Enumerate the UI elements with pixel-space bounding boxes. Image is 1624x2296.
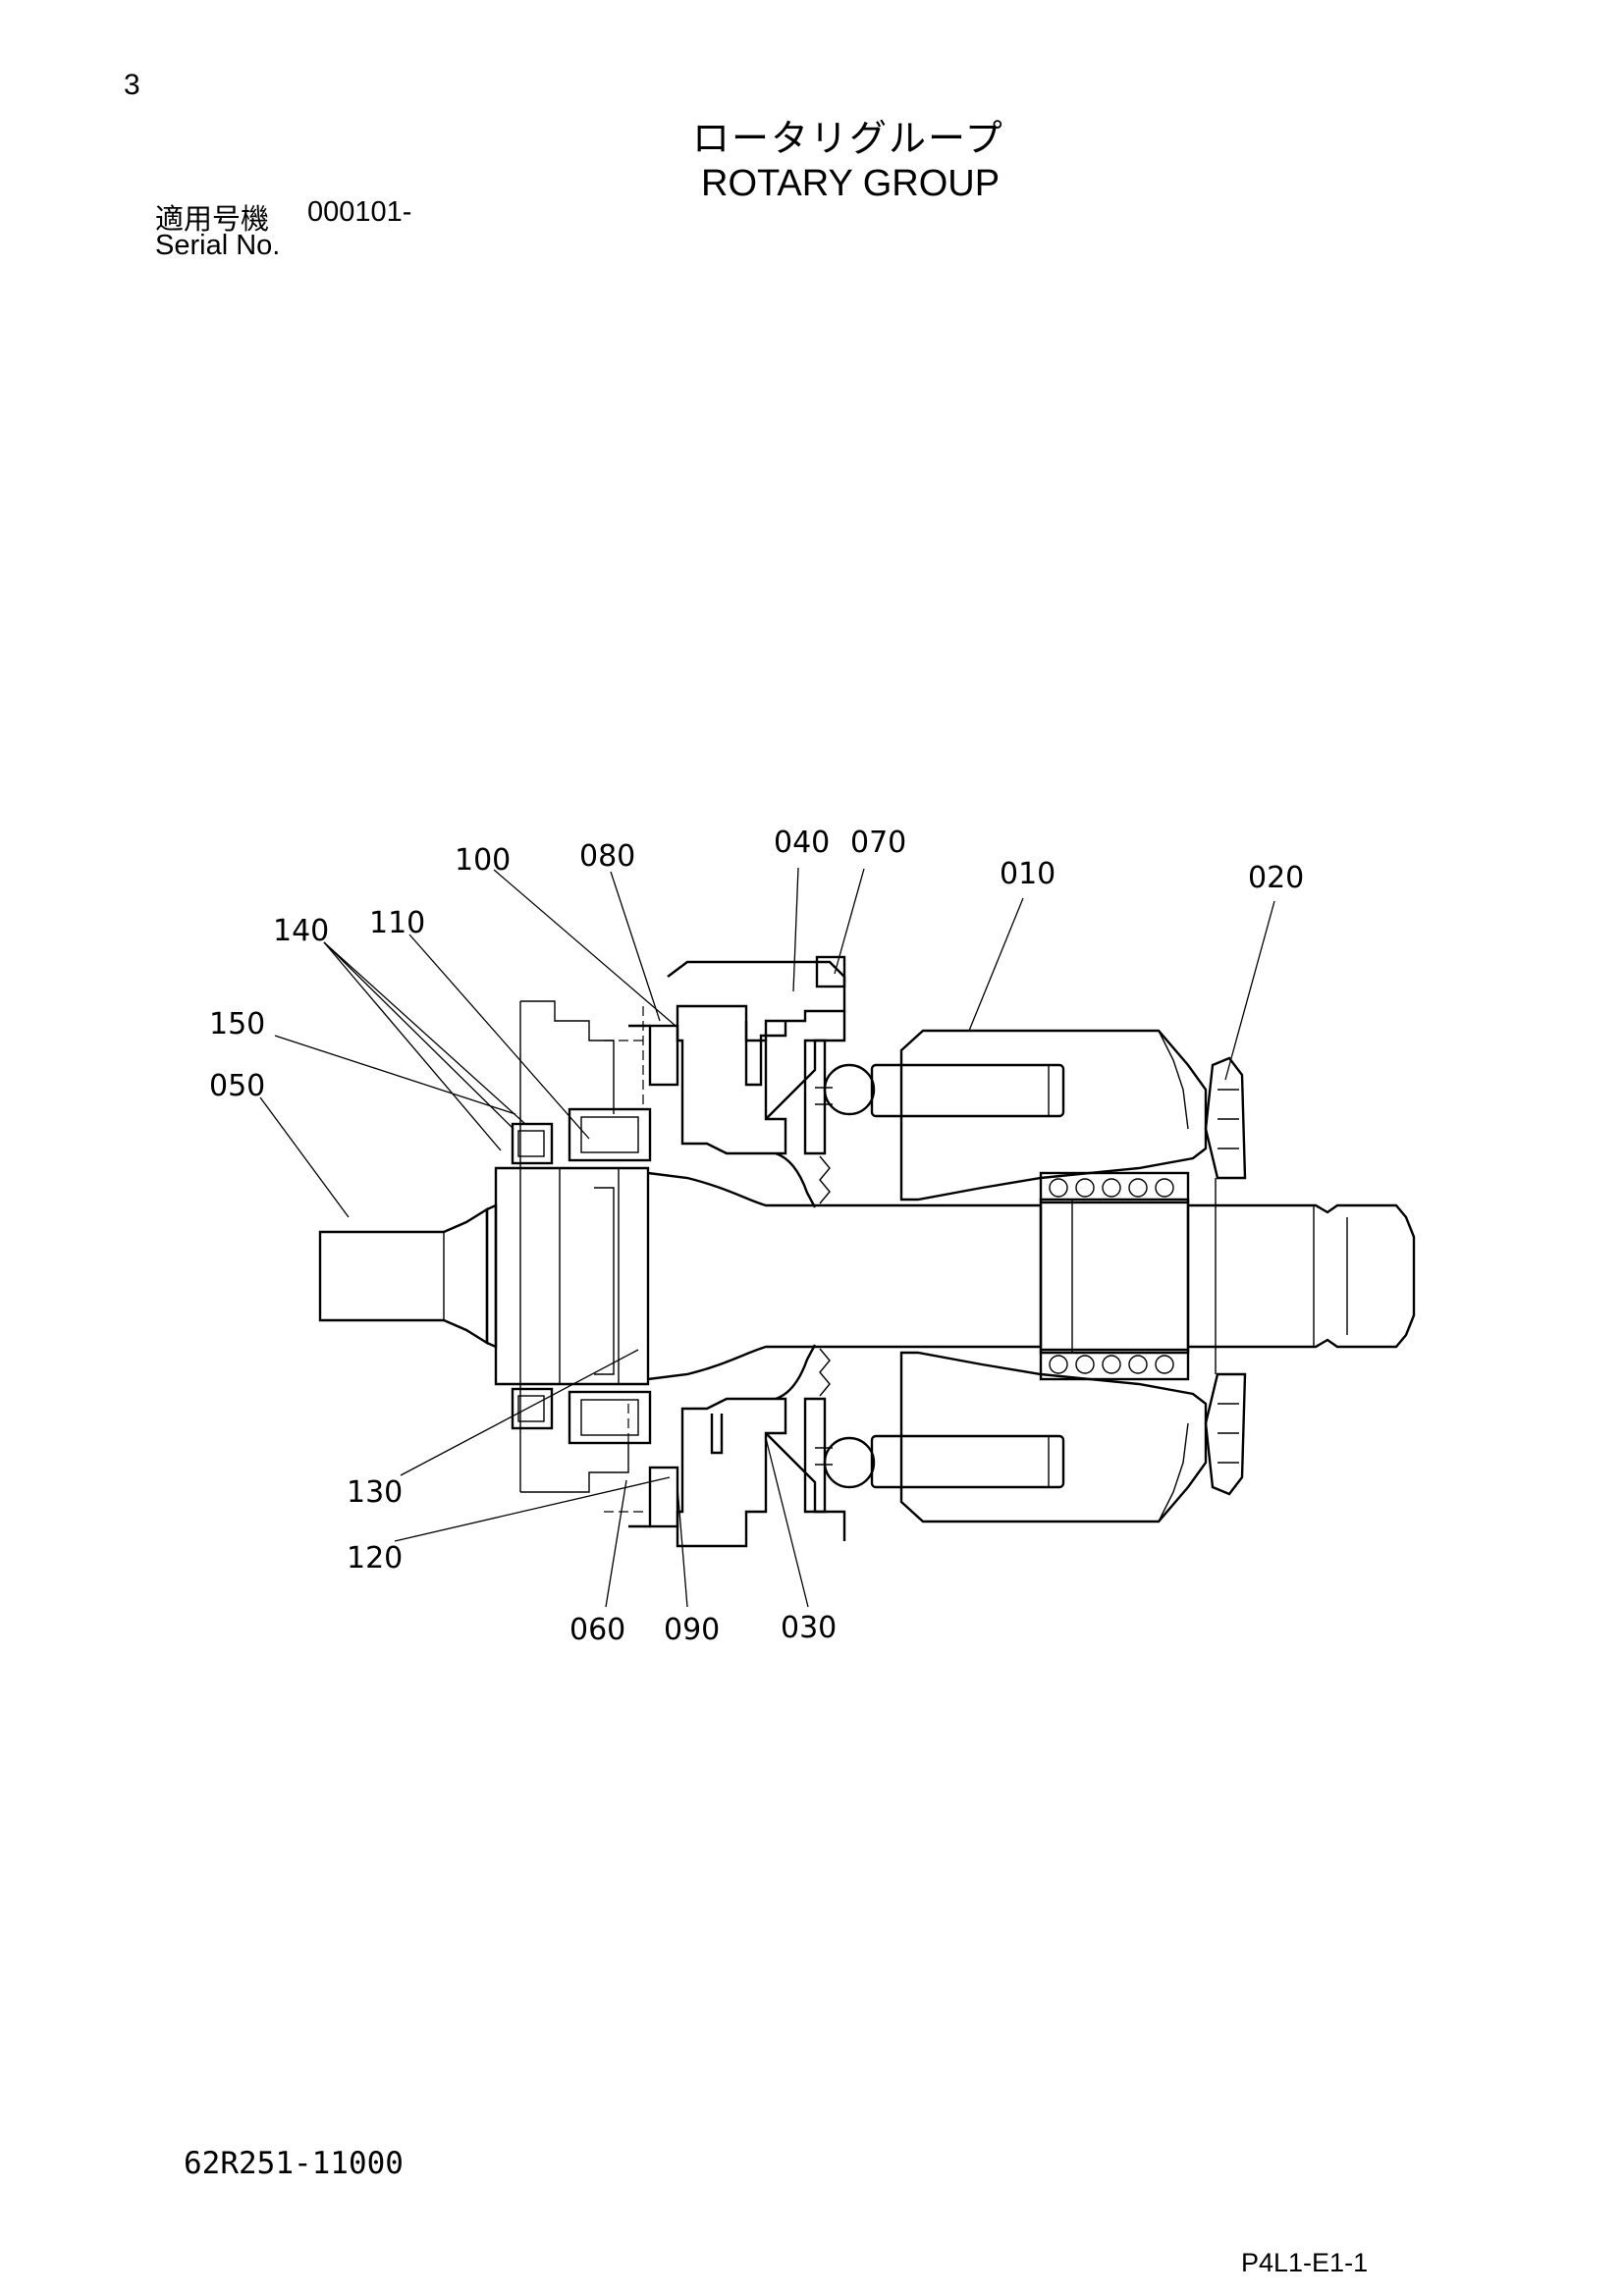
piston-lower <box>815 1434 1065 1489</box>
part-label-050: 050 <box>209 1069 265 1103</box>
serial-label-english: Serial No. <box>155 230 281 261</box>
part-label-140: 140 <box>273 914 329 948</box>
shoe-retainer <box>775 1039 831 1514</box>
part-label-010: 010 <box>1000 857 1056 891</box>
leader-lines <box>259 867 1275 1608</box>
serial-label-japanese: 適用号機 <box>155 202 270 236</box>
part-label-120: 120 <box>347 1541 403 1575</box>
hidden-lines <box>604 1006 648 1513</box>
part-label-110: 110 <box>369 906 425 940</box>
housing-outline <box>519 1000 629 1493</box>
drive-shaft <box>318 1166 1416 1386</box>
valve-plate <box>1204 1056 1247 1496</box>
swash-plate <box>667 955 846 1541</box>
part-label-030: 030 <box>781 1611 837 1645</box>
drawing-number: 62R251-11000 <box>184 2146 404 2181</box>
part-label-070: 070 <box>850 826 906 860</box>
piston-upper <box>815 1063 1065 1118</box>
part-label-020: 020 <box>1248 861 1304 895</box>
part-labels: 100 080 040 070 010 020 140 110 150 050 … <box>209 826 1304 1647</box>
cylinder-block <box>899 1029 1208 1523</box>
part-label-040: 040 <box>774 826 830 860</box>
serial-number-value: 000101- <box>307 196 412 228</box>
bearing-holder <box>628 1004 787 1548</box>
part-label-060: 060 <box>569 1613 625 1647</box>
part-label-100: 100 <box>455 843 511 878</box>
part-label-090: 090 <box>664 1613 720 1647</box>
roller-bearing <box>511 1107 652 1445</box>
part-label-130: 130 <box>347 1475 403 1510</box>
part-label-080: 080 <box>579 839 635 874</box>
page-number: 3 <box>124 69 140 101</box>
page-code: P4L1-E1-1 <box>1241 2248 1369 2277</box>
page-title-english: ROTARY GROUP <box>701 163 1001 204</box>
page-title-japanese: ロータリグループ <box>692 117 1004 160</box>
center-spring <box>1039 1171 1190 1381</box>
part-label-150: 150 <box>209 1007 265 1041</box>
